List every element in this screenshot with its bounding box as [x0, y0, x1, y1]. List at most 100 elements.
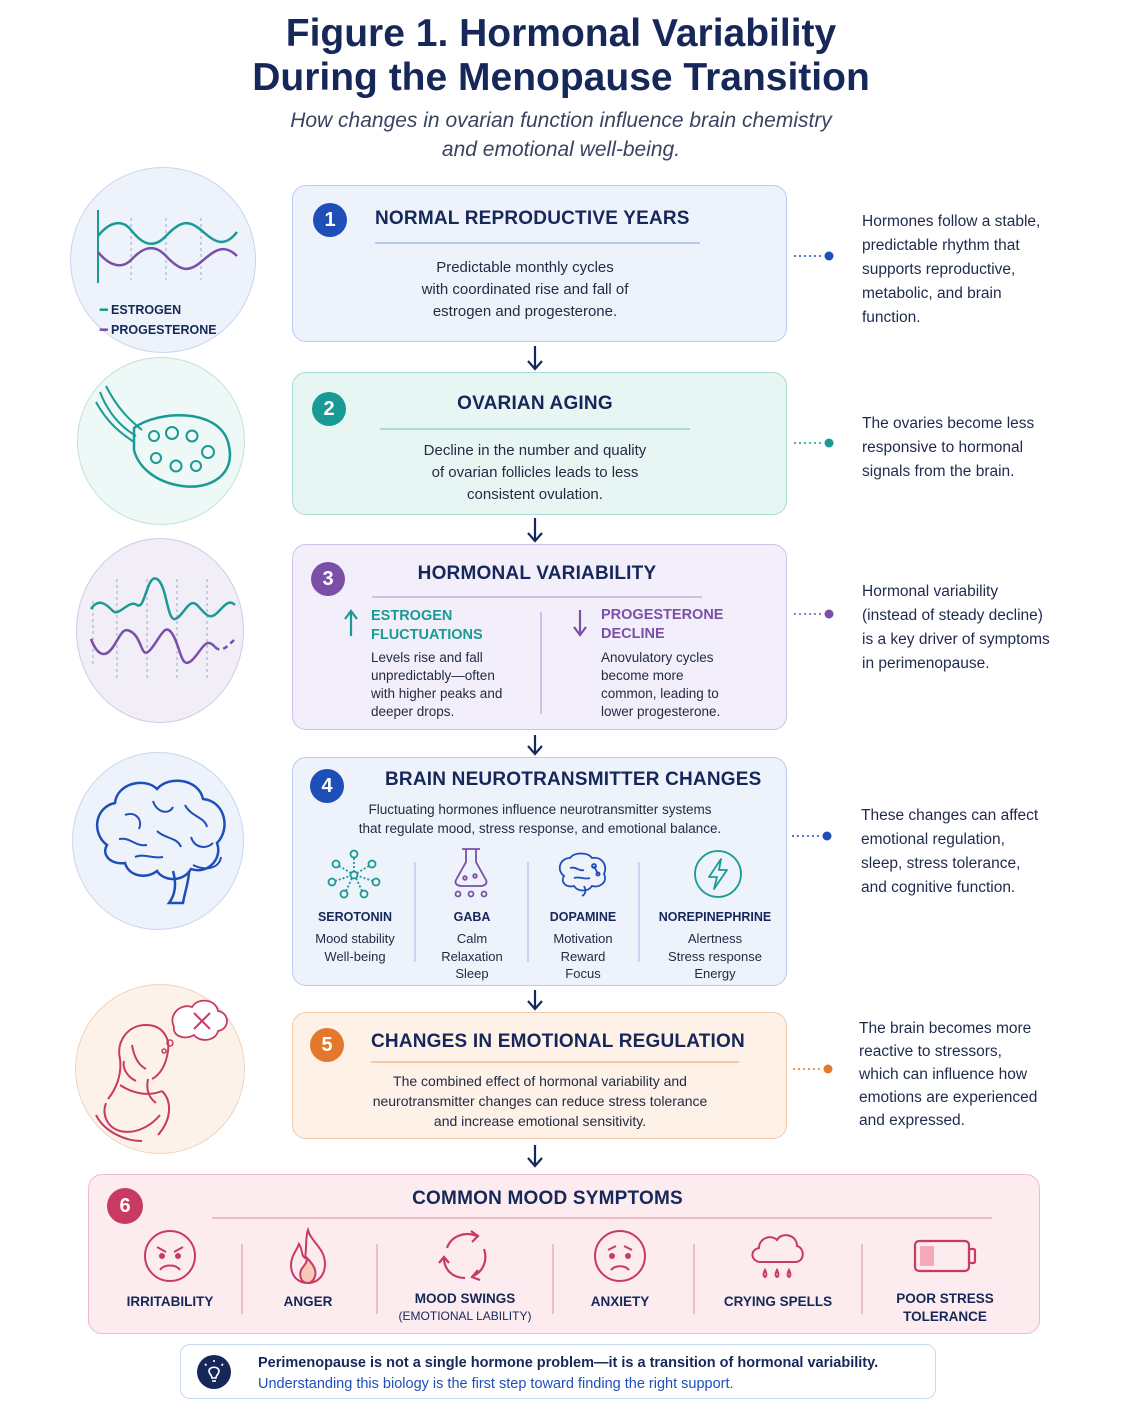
- step-1-title: NORMAL REPRODUCTIVE YEARS: [375, 208, 690, 229]
- progesterone-decline-text: Anovulatory cycles become more common, l…: [601, 650, 721, 719]
- norepinephrine-desc: Alertness Stress response Energy: [668, 931, 762, 981]
- step-5-box: [292, 1012, 787, 1139]
- subtitle-line-1: How changes in ovarian function influenc…: [290, 109, 832, 132]
- arrow-down-icon: [527, 990, 543, 1011]
- takeaway-box: [180, 1344, 936, 1399]
- brain-icon: [95, 779, 226, 905]
- nt-divider-3: [638, 862, 640, 962]
- step-4-box: [292, 757, 787, 986]
- step-2-note-connector: [794, 438, 834, 448]
- brain-illustration: [72, 752, 244, 930]
- step-4-body: Fluctuating hormones influence neurotran…: [358, 802, 722, 836]
- takeaway-line-2: Understanding this biology is the first …: [258, 1376, 734, 1392]
- estrogen-legend-swatch: ━: [100, 303, 108, 317]
- hormone-cycle-illustration: [70, 167, 256, 353]
- step-2-rule: [380, 428, 690, 430]
- progesterone-decline-heading: PROGESTERONE DECLINE: [601, 607, 724, 642]
- step-6-rule: [212, 1217, 992, 1219]
- step-5-note: The brain becomes more reactive to stres…: [859, 1020, 1038, 1129]
- distressed-woman-illustration: [75, 984, 245, 1154]
- figure-subtitle: How changes in ovarian function influenc…: [0, 106, 1122, 164]
- step-2-title: OVARIAN AGING: [457, 393, 613, 414]
- step-3-rule: [372, 596, 702, 598]
- step-4-number: 4: [310, 769, 344, 803]
- arrow-down-icon: [527, 518, 543, 543]
- dopamine-desc: Motivation Reward Focus: [553, 931, 613, 981]
- sine-waves-icon: [97, 210, 238, 283]
- arrow-down-icon: [527, 1145, 543, 1168]
- step-3-box: [292, 544, 787, 730]
- angry-face-icon: [144, 1230, 196, 1282]
- flask-icon: [454, 848, 488, 898]
- anxiety-label: ANXIETY: [590, 1294, 650, 1309]
- step-6-box: [88, 1174, 1040, 1334]
- estrogen-fluctuations-heading: ESTROGEN FLUCTUATIONS: [371, 608, 483, 643]
- brain-spark-icon: [558, 852, 607, 897]
- step-1-rule: [375, 242, 700, 244]
- irritability-label: IRRITABILITY: [126, 1294, 214, 1309]
- step-1-note-connector: [794, 251, 834, 261]
- step-2-number: 2: [312, 392, 346, 426]
- step-5-body: The combined effect of hormonal variabil…: [372, 1073, 708, 1129]
- cycle-arrows-icon: [438, 1230, 487, 1282]
- progesterone-legend-label: PROGESTERONE: [111, 323, 217, 337]
- arrow-down-icon: [527, 346, 543, 371]
- step-2-body: Decline in the number and quality of ova…: [423, 442, 647, 503]
- step-3-divider: [540, 612, 542, 714]
- step-1-box: [292, 185, 787, 342]
- estrogen-fluctuations-text: Levels rise and fall unpredictably—often…: [371, 650, 503, 719]
- step-3-number: 3: [311, 562, 345, 596]
- serotonin-desc: Mood stability Well-being: [315, 931, 395, 964]
- step-4-note: These changes can affect emotional regul…: [861, 807, 1039, 896]
- step-3-title: HORMONAL VARIABILITY: [417, 563, 657, 584]
- symptom-divider-5: [861, 1244, 863, 1314]
- worried-face-icon: [594, 1230, 646, 1282]
- step-3-note: Hormonal variability (instead of steady …: [862, 583, 1050, 672]
- subtitle-line-2: and emotional well-being.: [441, 138, 681, 161]
- molecule-network-icon: [327, 849, 381, 899]
- takeaway-line-1: Perimenopause is not a single hormone pr…: [258, 1355, 879, 1371]
- gaba-desc: Calm Relaxation Sleep: [441, 931, 503, 981]
- arrow-up-icon: [344, 609, 358, 636]
- step-5-title: CHANGES IN EMOTIONAL REGULATION: [371, 1031, 745, 1052]
- norepinephrine-label: NOREPINEPHRINE: [658, 910, 772, 924]
- hormone-legend: ━ ESTROGEN ━ PROGESTERONE: [100, 300, 240, 340]
- flame-icon: [289, 1226, 327, 1285]
- progesterone-legend-swatch: ━: [100, 323, 108, 337]
- lightning-icon: [694, 850, 742, 898]
- symptom-divider-1: [241, 1244, 243, 1314]
- step-1-body: Predictable monthly cycles with coordina…: [421, 259, 629, 320]
- nt-divider-2: [527, 862, 529, 962]
- distressed-woman-icon: [95, 999, 228, 1142]
- step-5-note-connector: [793, 1064, 833, 1074]
- step-4-title: BRAIN NEUROTRANSMITTER CHANGES: [385, 769, 762, 790]
- step-3-note-connector: [794, 609, 834, 619]
- step-6-title: COMMON MOOD SYMPTOMS: [412, 1188, 683, 1209]
- nt-divider-1: [414, 862, 416, 962]
- low-battery-icon: [913, 1239, 977, 1273]
- symptom-divider-2: [376, 1244, 378, 1314]
- step-4-note-connector: [792, 831, 832, 841]
- symptom-divider-4: [693, 1244, 695, 1314]
- title-line-1: Figure 1. Hormonal Variability: [285, 12, 837, 55]
- serotonin-label: SEROTONIN: [317, 910, 393, 924]
- step-5-rule: [371, 1061, 739, 1063]
- lightbulb-icon: [197, 1355, 231, 1389]
- dopamine-label: DOPAMINE: [549, 910, 617, 924]
- step-2-note: The ovaries become less responsive to ho…: [862, 415, 1035, 480]
- step-5-number: 5: [310, 1028, 344, 1062]
- title-line-2: During the Menopause Transition: [252, 56, 870, 99]
- rain-cloud-icon: [751, 1234, 804, 1279]
- symptom-divider-3: [552, 1244, 554, 1314]
- gaba-label: GABA: [453, 910, 491, 924]
- mood-swings-sublabel: (EMOTIONAL LABILITY): [398, 1309, 532, 1323]
- crying-spells-label: CRYING SPELLS: [723, 1294, 833, 1309]
- arrow-down-purple-icon: [573, 610, 587, 637]
- step-1-number: 1: [313, 203, 347, 237]
- arrow-down-icon: [527, 735, 543, 756]
- poor-stress-tolerance-label: POOR STRESS TOLERANCE: [896, 1291, 994, 1324]
- erratic-waves-icon: [89, 577, 236, 679]
- ovary-illustration: [77, 357, 245, 525]
- anger-label: ANGER: [283, 1294, 333, 1309]
- step-6-number: 6: [107, 1188, 143, 1224]
